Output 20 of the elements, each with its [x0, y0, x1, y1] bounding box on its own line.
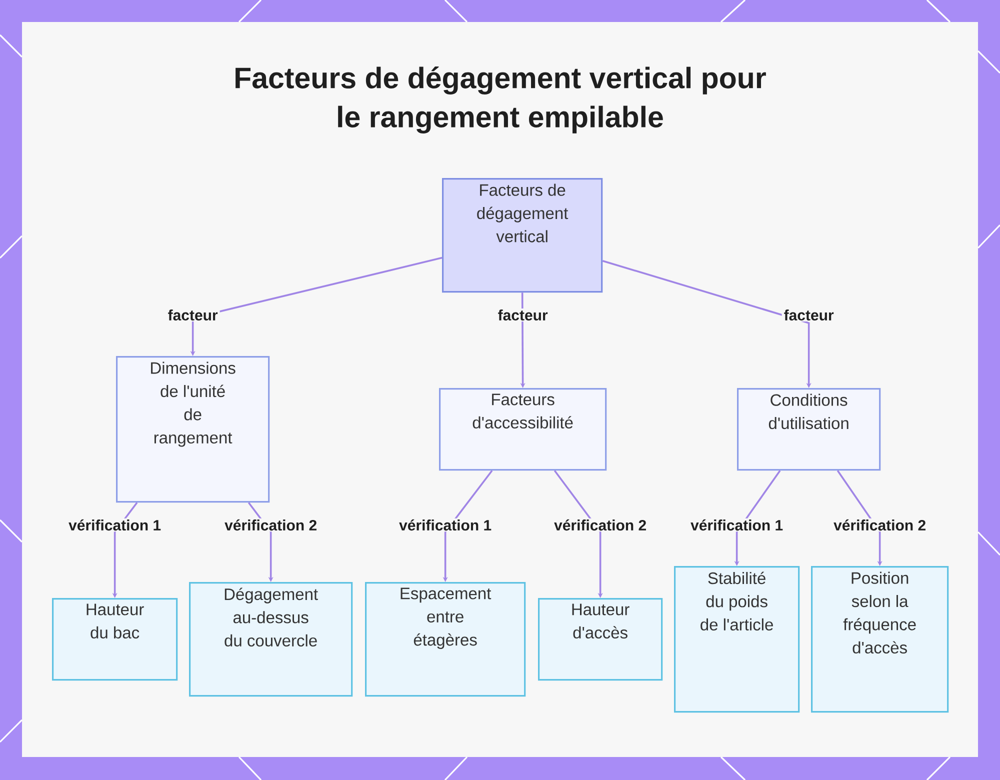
category-box: Dimensions de l'unité de rangement [116, 356, 270, 503]
edge-label: vérification 2 [552, 518, 649, 532]
edge-label: vérification 1 [397, 518, 494, 532]
edge-label: vérification 2 [832, 518, 928, 532]
category-box: Conditions d'utilisation [737, 388, 881, 471]
edge-label: vérification 1 [66, 518, 164, 532]
edge-label: vérification 2 [222, 518, 320, 532]
title: Facteurs de dégagement vertical pour le rangement empilable [236, 66, 766, 134]
edge-label: facteur [496, 308, 550, 322]
category-box: Facteurs d'accessibilité [439, 388, 607, 471]
item-box: Stabilité du poids de l'article [674, 566, 800, 713]
edge-label: vérification 1 [688, 518, 786, 532]
item-box: Espacement entre étagères [365, 582, 526, 697]
root-box: Facteurs de dégagement vertical [442, 178, 603, 293]
item-box: Hauteur d'accès [538, 598, 663, 681]
item-box: Hauteur du bac [52, 598, 178, 681]
item-box: Dégagement au-dessus du couvercle [189, 582, 353, 697]
edge-label: facteur [166, 308, 220, 322]
item-box: Position selon la fréquence d'accès [811, 566, 949, 713]
edge-label: facteur [782, 308, 836, 322]
